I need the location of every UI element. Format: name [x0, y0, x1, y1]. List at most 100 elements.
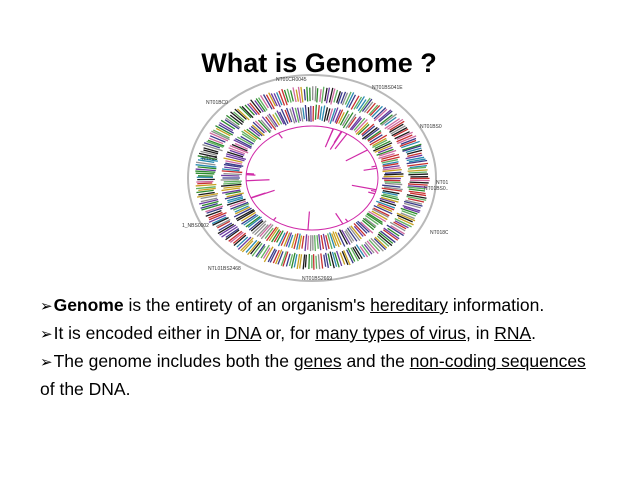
gene-stripe [219, 224, 237, 236]
gene-stripe [223, 185, 242, 189]
gene-stripe [225, 190, 241, 196]
gene-stripe [270, 93, 278, 107]
gene-stripe [364, 241, 375, 254]
gene-stripe [400, 207, 418, 215]
bold-term: Genome [53, 295, 124, 315]
gene-stripe [197, 182, 213, 185]
gene-stripe [378, 110, 393, 123]
gene-stripe [233, 203, 250, 211]
gene-stripe [377, 146, 393, 154]
gene-stripe [383, 186, 403, 191]
gene-stripe [257, 119, 271, 134]
gene-stripe [351, 117, 362, 131]
gene-stripe [224, 119, 240, 130]
hyperlink[interactable]: RNA [494, 323, 532, 343]
gene-stripe [223, 172, 242, 176]
gene-stripe [196, 189, 214, 194]
gene-stripe [328, 87, 334, 103]
gene-stripe [353, 117, 366, 131]
gene-stripe [221, 187, 241, 192]
gene-stripe [333, 89, 339, 103]
gene-stripe [256, 245, 266, 258]
gene-stripe [298, 235, 303, 250]
gene-stripe [341, 229, 351, 245]
gene-stripe [382, 229, 399, 241]
bullet-list: ➢Genome is the entirety of an organism's… [40, 292, 600, 402]
feature-spike [277, 132, 283, 139]
hyperlink[interactable]: hereditary [370, 295, 448, 315]
gene-stripe [384, 182, 403, 186]
map-label: NT01BS0 [420, 124, 442, 130]
gene-stripe [390, 125, 406, 135]
gene-stripe [285, 232, 293, 247]
gene-stripe [243, 214, 259, 226]
gene-stripe [347, 116, 357, 129]
gene-stripe [255, 98, 266, 113]
gene-stripe [331, 233, 337, 247]
gene-stripe [320, 253, 324, 269]
gene-stripe [314, 104, 318, 120]
gene-stripe [266, 226, 278, 242]
gene-stripe [278, 90, 286, 106]
gene-stripe [300, 86, 304, 103]
gene-stripe [389, 221, 406, 232]
gene-stripe [353, 96, 363, 110]
gene-stripe [319, 106, 323, 120]
gene-stripe [409, 164, 427, 169]
gene-stripe [286, 88, 292, 103]
gene-stripe [251, 220, 267, 234]
gene-stripe [396, 131, 413, 141]
gene-stripe [366, 102, 376, 114]
hyperlink[interactable]: DNA [224, 323, 261, 343]
hyperlink[interactable]: many types of virus [315, 323, 466, 343]
map-label: NTL01BS2468 [208, 266, 241, 272]
hyperlink[interactable]: non-coding sequences [409, 351, 586, 371]
gene-stripe [407, 183, 428, 186]
gene-stripe [222, 168, 240, 172]
gene-stripe [378, 152, 395, 159]
gene-stripe [371, 105, 383, 118]
gene-stripe [397, 217, 414, 226]
gene-stripe [287, 234, 294, 248]
gene-stripe [373, 142, 393, 152]
bullet-text: or, for [260, 323, 316, 343]
bullet-text: The genome includes both the [53, 351, 294, 371]
gene-stripe [232, 232, 247, 244]
gene-stripe [323, 254, 327, 267]
bullet-arrow-icon: ➢ [40, 326, 53, 343]
gene-stripe [377, 233, 393, 247]
gene-stripe [264, 227, 274, 240]
gene-stripe [233, 234, 247, 247]
gene-stripe [374, 144, 392, 153]
gene-stripe [407, 169, 428, 172]
gene-stripe [248, 218, 263, 231]
gene-stripe [228, 147, 246, 155]
gene-stripe [217, 220, 231, 229]
gene-stripe [329, 251, 335, 269]
gene-stripe [372, 139, 388, 149]
gene-stripe [280, 231, 289, 246]
map-label: 1_NBS0002 [182, 223, 209, 229]
gene-stripe [197, 159, 215, 164]
gene-stripe [332, 231, 340, 248]
gene-stripe [265, 116, 277, 131]
gene-stripe [304, 104, 308, 122]
gene-stripe [251, 124, 265, 137]
gene-stripe [367, 131, 382, 142]
gene-stripe [407, 186, 426, 190]
gene-stripe [241, 133, 256, 143]
gene-stripe [406, 159, 428, 165]
gene-stripe [344, 91, 352, 105]
gene-stripe [229, 149, 245, 156]
gene-stripe [389, 123, 404, 133]
gene-stripe [227, 151, 244, 158]
gene-stripe [400, 137, 417, 145]
hyperlink[interactable]: genes [293, 351, 342, 371]
gene-stripe [250, 241, 262, 255]
gene-stripe [373, 107, 387, 120]
gene-stripe [236, 210, 256, 222]
gene-stripe [229, 145, 249, 154]
gene-stripe [218, 124, 235, 134]
gene-stripe [407, 162, 429, 167]
gene-stripe [366, 240, 379, 255]
